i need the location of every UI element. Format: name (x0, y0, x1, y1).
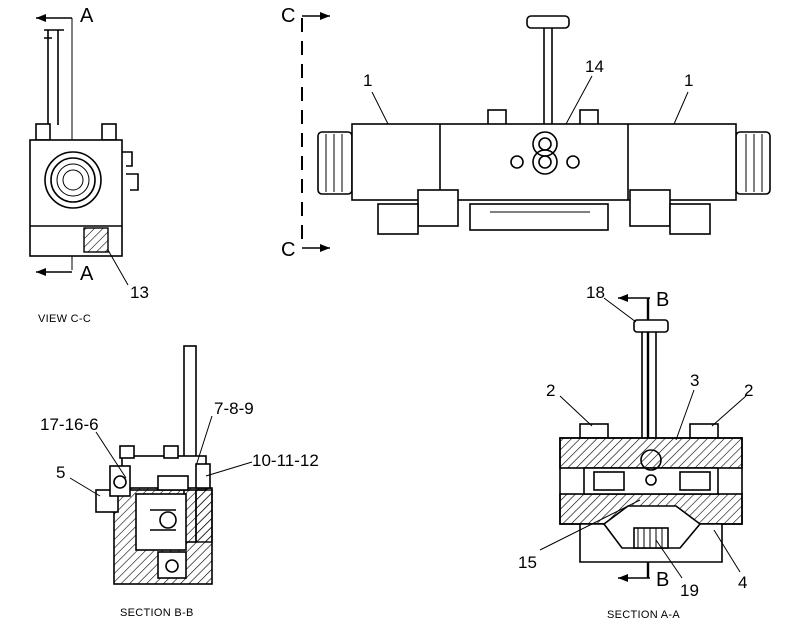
view-cc: A A 13 VIEW C-C (29, 5, 149, 325)
callout-14: 14 (585, 57, 604, 76)
callout-10-11-12: 10-11-12 (252, 451, 319, 470)
section-bb: 7-8-9 17-16-6 10-11-12 5 SECTION B-B (40, 345, 319, 619)
callout-3: 3 (690, 371, 699, 390)
section-mark-a-top: A (80, 5, 94, 27)
callout-2-left: 2 (546, 381, 555, 400)
callout-17-16-6: 17-16-6 (40, 415, 99, 434)
callout-1-left: 1 (363, 71, 372, 90)
callout-13: 13 (130, 283, 149, 302)
callout-15: 15 (518, 553, 537, 572)
callout-5: 5 (56, 463, 65, 482)
callout-1-right: 1 (684, 71, 693, 90)
callout-19: 19 (680, 581, 699, 600)
callout-18: 18 (586, 283, 605, 302)
section-bb-caption: SECTION B-B (120, 607, 194, 619)
callout-7-8-9: 7-8-9 (214, 399, 254, 418)
callout-2-right: 2 (744, 381, 753, 400)
section-aa: B B 18 2 3 2 15 19 (518, 283, 753, 621)
section-mark-b-bottom: B (656, 569, 669, 591)
section-mark-a-bottom: A (80, 263, 94, 285)
section-mark-b-top: B (656, 289, 669, 311)
section-mark-c-top: C (281, 5, 295, 27)
section-mark-c-bottom: C (281, 239, 295, 261)
top-view: C C 1 14 (281, 5, 771, 261)
section-aa-caption: SECTION A-A (607, 609, 680, 621)
view-cc-caption: VIEW C-C (38, 313, 91, 325)
callout-4: 4 (738, 573, 747, 592)
